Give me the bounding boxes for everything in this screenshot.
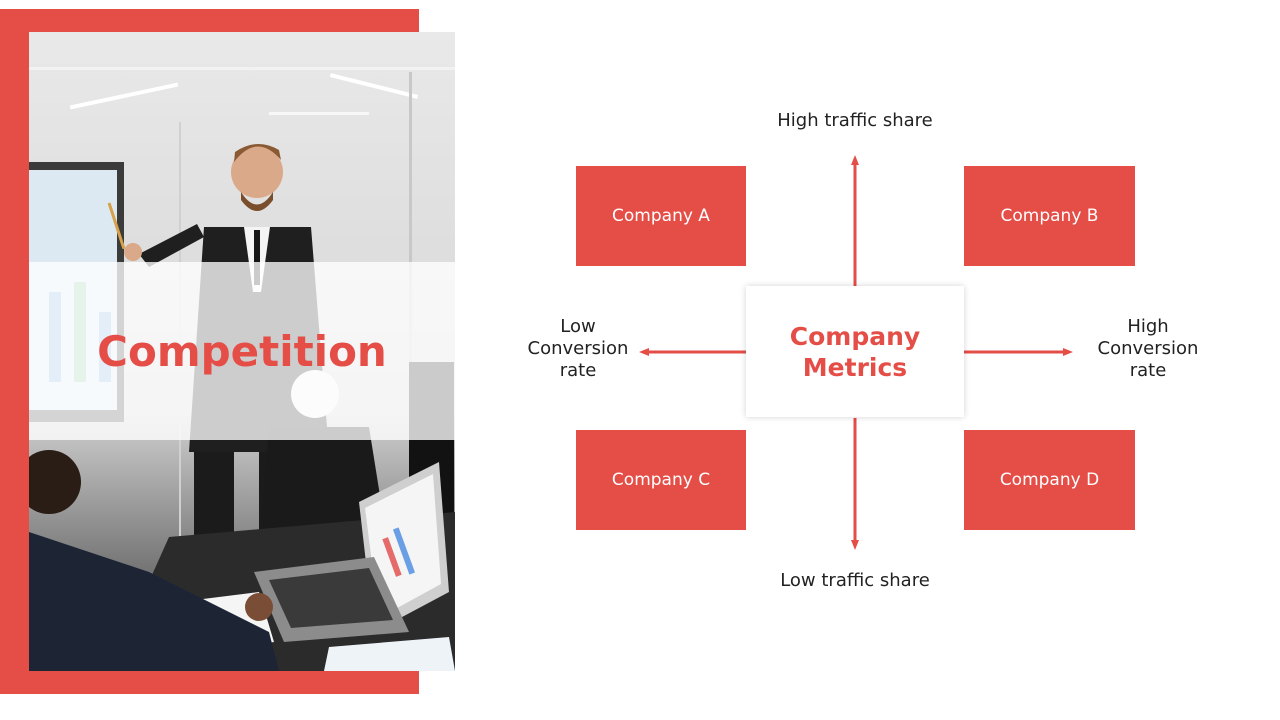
axis-label-top: High traffic share: [777, 110, 933, 131]
quadrant-company-b: Company B: [964, 166, 1135, 266]
slide-title: Competition: [97, 326, 387, 376]
axis-label-right: High Conversion rate: [1097, 316, 1199, 381]
center-metrics-card: Company Metrics: [746, 286, 964, 417]
axis-label-bottom: Low traffic share: [780, 570, 930, 591]
center-label: Company Metrics: [789, 321, 921, 382]
quadrant-company-c: Company C: [576, 430, 746, 530]
title-band: [29, 262, 455, 440]
quadrant-company-d: Company D: [964, 430, 1135, 530]
quadrant-company-a: Company A: [576, 166, 746, 266]
axis-label-left: Low Conversion rate: [527, 316, 629, 381]
